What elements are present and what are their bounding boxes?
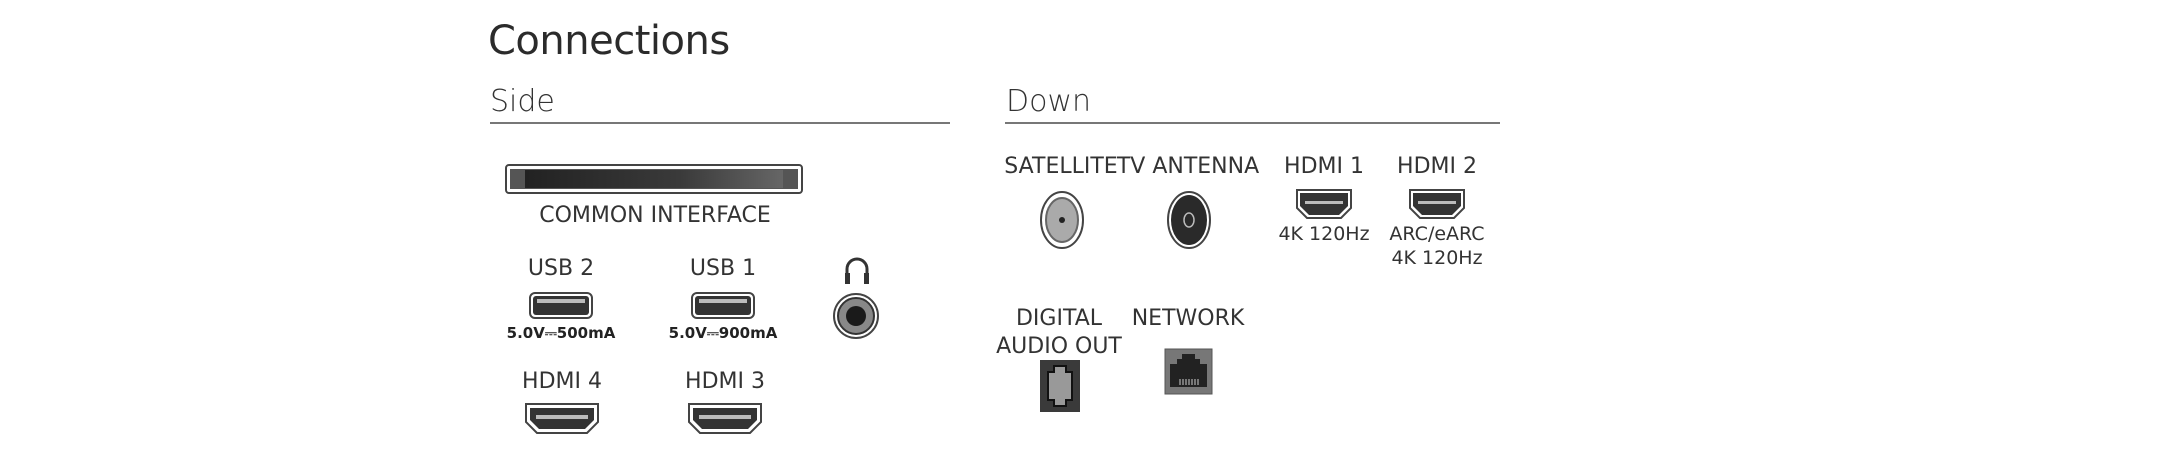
tv-antenna-connector-icon <box>1167 191 1211 249</box>
common-interface-slot-icon <box>505 164 803 194</box>
usb1-spec: 5.0V⎓900mA <box>668 324 778 342</box>
ethernet-port-icon <box>1164 348 1213 395</box>
common-interface-label: COMMON INTERFACE <box>539 203 771 228</box>
satellite-label: SATELLITE <box>1004 154 1118 179</box>
usb2-label: USB 2 <box>527 256 595 281</box>
down-divider <box>1005 122 1500 124</box>
page-title: Connections <box>488 18 730 64</box>
hdmi1-port-icon <box>1296 189 1352 219</box>
digital-audio-label-1: DIGITAL <box>1015 306 1103 331</box>
down-heading: Down <box>1006 84 1092 119</box>
side-divider <box>490 122 950 124</box>
headphone-jack-icon <box>833 293 879 339</box>
hdmi4-label: HDMI 4 <box>522 369 602 394</box>
hdmi3-label: HDMI 3 <box>685 369 765 394</box>
optical-port-icon <box>1040 360 1080 412</box>
hdmi2-label: HDMI 2 <box>1397 154 1477 179</box>
usb1-port-icon <box>691 292 755 319</box>
usb1-label: USB 1 <box>689 256 757 281</box>
hdmi2-spec-4k: 4K 120Hz <box>1391 247 1483 269</box>
usb2-port-icon <box>529 292 593 319</box>
satellite-connector-icon <box>1040 191 1084 249</box>
tv-antenna-label: TV ANTENNA <box>1116 154 1260 179</box>
hdmi2-port-icon <box>1409 189 1465 219</box>
hdmi3-port-icon <box>688 403 762 434</box>
network-label: NETWORK <box>1131 306 1245 331</box>
hdmi2-spec-arc: ARC/eARC <box>1389 223 1485 245</box>
hdmi1-label: HDMI 1 <box>1284 154 1364 179</box>
headphones-icon <box>845 257 869 284</box>
hdmi1-spec: 4K 120Hz <box>1278 223 1370 245</box>
hdmi4-port-icon <box>525 403 599 434</box>
digital-audio-label-2: AUDIO OUT <box>996 334 1122 359</box>
usb2-spec: 5.0V⎓500mA <box>506 324 616 342</box>
side-heading: Side <box>490 84 555 119</box>
